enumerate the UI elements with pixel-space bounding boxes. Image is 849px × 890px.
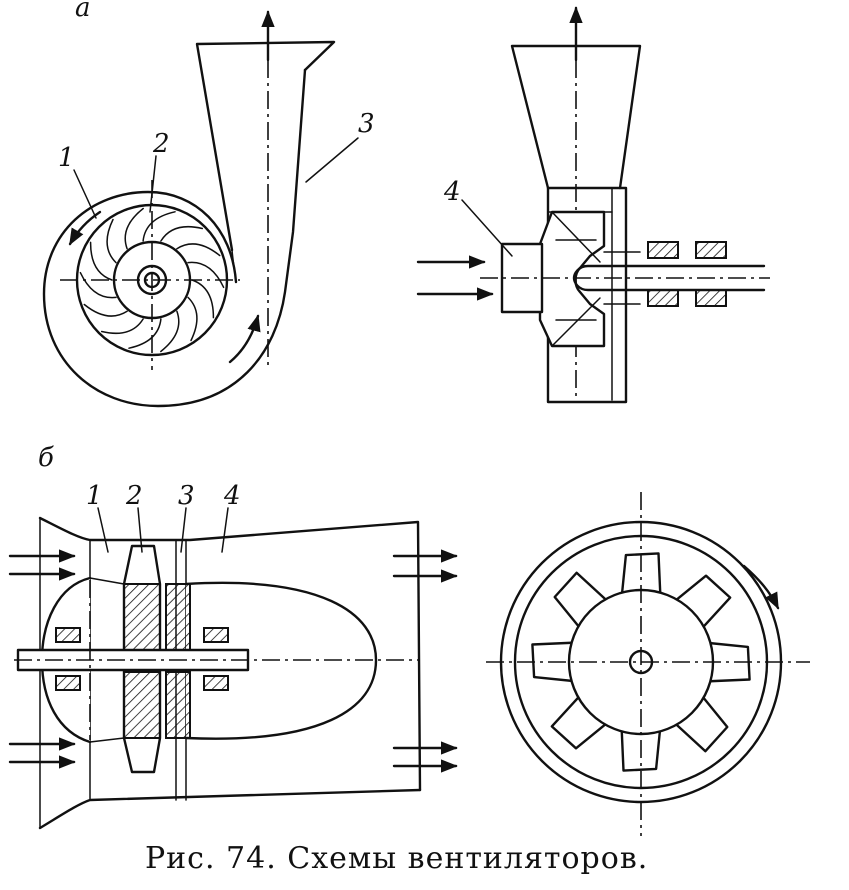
guide-vane-hatch-top	[165, 583, 191, 651]
hub-fairing-connector-bot	[89, 737, 125, 743]
impeller-blade-curve	[83, 303, 128, 317]
b-label-1: 1	[86, 481, 103, 511]
bearing-left-bot	[55, 675, 81, 691]
impeller-blade-curve	[187, 261, 225, 289]
impeller-blade-curve	[160, 310, 180, 353]
impeller-blade-curve	[187, 296, 198, 342]
impeller-blade-curve	[128, 318, 162, 349]
impeller-blade-edge-top	[551, 211, 601, 263]
label-3: 3	[358, 109, 375, 139]
leader-1	[73, 169, 97, 219]
impeller-hub-hatch-bot	[123, 671, 161, 739]
impeller-blade-curve	[142, 211, 176, 242]
rotation-arrow-front	[742, 564, 780, 610]
outlet-diffuser	[195, 40, 336, 252]
impeller-blade-curve	[89, 241, 113, 281]
part-a-letter: a	[75, 0, 91, 23]
rotation-arrow-bottom	[228, 314, 261, 364]
impeller-blade-curve	[160, 225, 204, 242]
impeller-blade-curve	[191, 279, 215, 319]
label-4: 4	[443, 177, 461, 207]
impeller-hub	[112, 240, 192, 320]
b-leader-1	[97, 507, 109, 553]
centrifugal-section-view: 4	[416, 6, 770, 404]
leader-2	[149, 155, 157, 213]
figure-caption: Рис. 74. Схемы вентиляторов.	[145, 841, 648, 876]
b-leader-3	[180, 507, 187, 553]
guide-vane-hatch-bot	[165, 671, 191, 739]
impeller-blade-curve	[100, 318, 144, 335]
b-label-3: 3	[178, 481, 195, 511]
hub-bore	[136, 264, 168, 296]
impeller-blade-curve	[124, 207, 144, 250]
b-leader-4	[221, 507, 229, 553]
rotation-arrow-top	[68, 210, 102, 246]
impeller-hub-hatch-top	[123, 583, 161, 651]
b-label-4: 4	[223, 481, 241, 511]
label-1: 1	[58, 143, 75, 173]
duct-lower-wall	[38, 788, 422, 830]
impeller-blade-curve	[176, 243, 221, 257]
label-2: 2	[152, 129, 170, 159]
volute-casing	[42, 68, 307, 408]
leader-3	[305, 137, 359, 183]
tongue-line	[231, 249, 237, 283]
axial-front-view	[486, 492, 810, 836]
bearing-bot-2	[695, 289, 727, 307]
impeller-blade-curve	[79, 271, 117, 299]
impeller-blade-curve	[106, 218, 117, 264]
leader-4	[461, 199, 513, 257]
duct-upper-wall	[38, 516, 422, 792]
axial-side-view: 1 2 3 4	[8, 481, 458, 830]
b-label-2: 2	[125, 481, 143, 511]
part-b-letter: б	[38, 443, 54, 473]
section-diffuser	[510, 44, 642, 190]
section-shaft	[572, 264, 766, 292]
shaft	[143, 271, 161, 289]
part-a-centrifugal-fan: a 1 2 3	[42, 0, 770, 408]
impeller-blades	[79, 207, 225, 353]
impeller-outer-ring	[75, 203, 229, 357]
bearing-top-2	[695, 241, 727, 259]
part-b-axial-fan: б	[8, 443, 810, 836]
bearing-top-1	[647, 241, 679, 259]
hub-fairing-connector-top	[89, 577, 125, 585]
centrifugal-side-view: 1 2 3	[42, 10, 375, 408]
bearing-right-bot	[203, 675, 229, 691]
bearing-right-top	[203, 627, 229, 643]
bearing-bot-1	[647, 289, 679, 307]
impeller-blade-edge-bot	[551, 297, 601, 347]
b-leader-2	[137, 507, 143, 553]
bearing-left-top	[55, 627, 81, 643]
